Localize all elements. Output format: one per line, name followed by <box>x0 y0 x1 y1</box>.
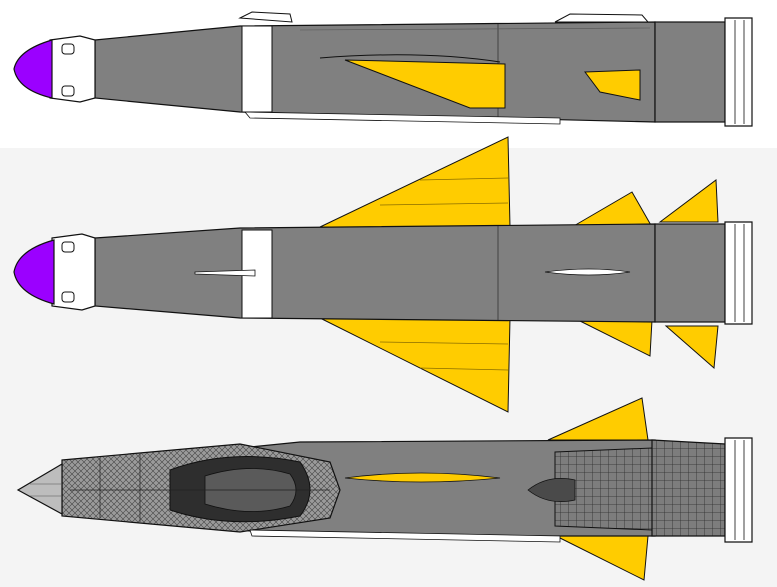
top-nozzle <box>724 221 753 325</box>
top-tail-section <box>654 223 726 323</box>
cut-rear-fin-upper <box>547 397 649 441</box>
cut-nozzle <box>724 437 753 543</box>
side-dorsal-rear <box>554 13 650 23</box>
side-rear-fin-folded <box>584 69 641 101</box>
side-folded-wing <box>344 59 506 109</box>
cutaway-view <box>16 397 753 581</box>
top-nose-cone <box>13 239 55 305</box>
cut-tail-section <box>651 439 726 537</box>
side-nose-cone <box>13 39 53 99</box>
top-upper-wing <box>319 136 511 228</box>
side-tail-section <box>654 21 726 123</box>
top-rear-fin-upper-b <box>658 179 719 223</box>
top-rear-fin-upper-a <box>570 191 653 228</box>
top-intake-ring <box>51 233 96 311</box>
cut-rear-dome <box>527 477 576 503</box>
cut-wing-strip <box>344 472 501 483</box>
top-rear-fin-lower-b <box>664 325 719 370</box>
side-dorsal-outline <box>238 11 293 23</box>
side-view <box>13 11 753 127</box>
top-rear-fin-lower-a <box>577 319 653 357</box>
side-white-band <box>241 25 273 113</box>
cut-rear-fin-lower <box>555 535 649 581</box>
top-view <box>13 136 753 413</box>
top-lower-wing <box>319 317 511 413</box>
cut-nose-cone <box>16 462 63 516</box>
side-nozzle <box>724 17 753 127</box>
